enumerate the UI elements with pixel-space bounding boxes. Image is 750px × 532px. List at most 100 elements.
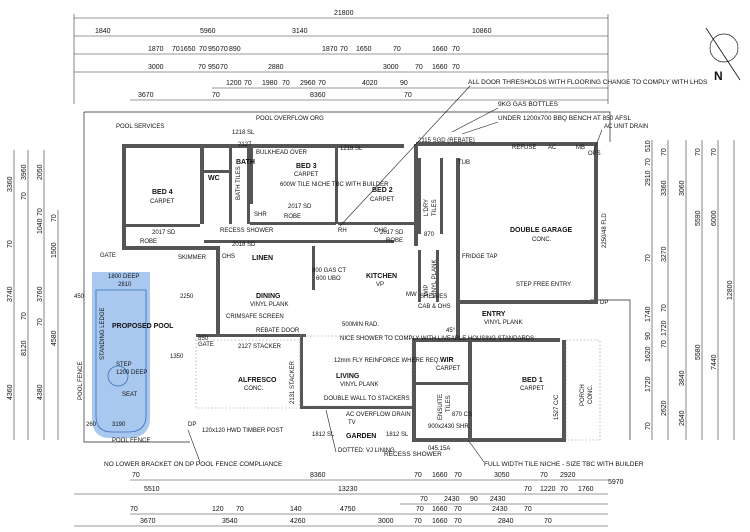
dim-r-11: 12800	[727, 280, 734, 300]
dim-r-9: 6000	[711, 210, 718, 226]
alfresco-finish: CONC.	[244, 386, 264, 392]
ens-870-label: 870 CS	[452, 412, 472, 418]
dim-t4-6: 70	[415, 64, 423, 71]
dim-t6-1: 70	[212, 92, 220, 99]
oven-label: 600 UBO	[316, 276, 341, 282]
alfresco-vj-lining	[195, 339, 301, 409]
skimmer-label: SKIMMER	[178, 255, 207, 261]
dim-l-16: 4380	[37, 384, 44, 400]
sd3-label: 2115 SGD (REBATE)	[418, 138, 475, 144]
dim-t4-2: 950	[208, 64, 220, 71]
wc-label: WC	[208, 175, 220, 182]
dim-r-12: 3270	[661, 246, 668, 262]
dim-b1-3: 1660	[432, 472, 448, 479]
bed2-label: BED 2	[372, 187, 393, 194]
dim-t4-3: 70	[220, 64, 228, 71]
dim-b5-5: 1660	[432, 518, 448, 525]
ac-overflow-label: AC OVERFLOW DRAIN	[346, 412, 411, 418]
dim-b4-5: 70	[416, 506, 424, 513]
d45-label: 045.15A	[428, 446, 450, 452]
ops-label: OPS	[588, 151, 601, 157]
shr-label: SHR	[254, 212, 267, 218]
dp-label-2: DP	[600, 300, 608, 306]
left-dimensions	[13, 150, 59, 440]
deg45-label: 45°	[446, 328, 456, 334]
dim-t5-7: 90	[400, 80, 408, 87]
dim-b4-2: 70	[236, 506, 244, 513]
robe-label-bed3: ROBE	[284, 214, 301, 220]
dim-l-13: 70	[37, 318, 44, 326]
ac-unit-drain-label: AC UNIT DRAIN	[604, 124, 648, 130]
dim-b2-4: 70	[560, 486, 568, 493]
note-bbq: UNDER 1200x700 BBQ BENCH AT 850 AFSL	[498, 115, 631, 122]
dim-b-end: 5970	[608, 479, 624, 486]
dim-r-16: 1620	[645, 346, 652, 362]
dim-t2-1: 5960	[200, 28, 216, 35]
mw-label: MW	[406, 292, 417, 298]
pool	[92, 272, 150, 438]
dim-b2-2: 70	[524, 486, 532, 493]
bed1-label: BED 1	[522, 377, 543, 384]
robe-label-bed2: ROBE	[386, 238, 403, 244]
dim-b1-1: 8360	[310, 472, 326, 479]
porch-1527-label: 1527 C/C	[554, 394, 560, 420]
cab-ohs-label: CAB & OHS	[418, 304, 451, 310]
dim-r-15: 90	[645, 332, 652, 340]
stacker-2127-label: 2127 STACKER	[238, 344, 282, 350]
entry-label: ENTRY	[482, 311, 506, 318]
sl-2017-label-3: 2017 SD	[380, 230, 404, 236]
dim-l-2: 3960	[21, 164, 28, 180]
dim-l-7: 70	[51, 214, 58, 222]
note-thresholds-1: ALL DOOR THRESHOLDS WITH FLOORING CHANGE…	[468, 79, 708, 86]
laundry-label: L'DRY	[424, 199, 430, 216]
dim-b4-0: 70	[130, 506, 138, 513]
dim-b5-8: 70	[544, 518, 552, 525]
dim-r-23: 2620	[661, 400, 668, 416]
dim-t3-5: 70	[220, 46, 228, 53]
entry-finish-1: VINYL PLANK	[484, 320, 522, 326]
dim-t3-11: 1660	[432, 46, 448, 53]
bed4-label: BED 4	[152, 189, 173, 196]
porch-finish: CONC.	[588, 384, 594, 404]
dim-t6-0: 3670	[138, 92, 154, 99]
bed1-finish: CARPET	[520, 386, 545, 392]
sd2-label: 1218 SL	[340, 146, 363, 152]
mb-label: MB	[576, 145, 585, 151]
dim-t3-10: 70	[393, 46, 401, 53]
pool-step-depth-label: 1200 DEEP	[116, 370, 147, 376]
dim-t4-5: 3000	[383, 64, 399, 71]
dim-b1-5: 3050	[494, 472, 510, 479]
dim-l-8: 1500	[51, 242, 58, 258]
dim-l-10: 3760	[37, 286, 44, 302]
tv-label: TV	[348, 420, 356, 426]
dim-b1-0: 70	[132, 472, 140, 479]
rebate-door-label: REBATE DOOR	[256, 328, 300, 334]
note-recess: RECESS SHOWER	[384, 451, 442, 458]
dim-t3-0: 1870	[148, 46, 164, 53]
niche-label: 600W TILE NICHE TBC WITH BUILDER	[280, 182, 389, 188]
fld-2250-label: 2250/48 FLD	[602, 213, 608, 248]
sd1-label: 1218 SL	[232, 130, 255, 136]
radius-label: 500MIN RAD.	[342, 322, 379, 328]
house-walls	[122, 142, 598, 442]
living-finish: VINYL PLANK	[340, 382, 378, 388]
dim-l-12: 8120	[21, 340, 28, 356]
dim-l-6: 1040	[37, 218, 44, 234]
dim-b1-6: 70	[540, 472, 548, 479]
bottom-dimensions	[74, 479, 608, 527]
double-wall-label: DOUBLE WALL TO STACKERS	[324, 396, 410, 402]
dim-b3-3: 2430	[490, 496, 506, 503]
pool-width-label: 3190	[112, 422, 126, 428]
dim-b1-2: 70	[414, 472, 422, 479]
dim-b2-0: 5510	[144, 486, 160, 493]
dim-r-21: 3840	[679, 370, 686, 386]
tub-label: TUB	[458, 160, 470, 166]
shr-900-label: 900x2430 SHR	[428, 424, 469, 430]
dim-r-0: 510	[645, 140, 652, 152]
ohs-label: OHS	[222, 254, 235, 260]
laundry-870-label: 870	[424, 232, 435, 238]
dim-b3-1: 2430	[444, 496, 460, 503]
dim-t3-7: 1870	[322, 46, 338, 53]
shelves-label: SHELVES	[420, 294, 447, 300]
